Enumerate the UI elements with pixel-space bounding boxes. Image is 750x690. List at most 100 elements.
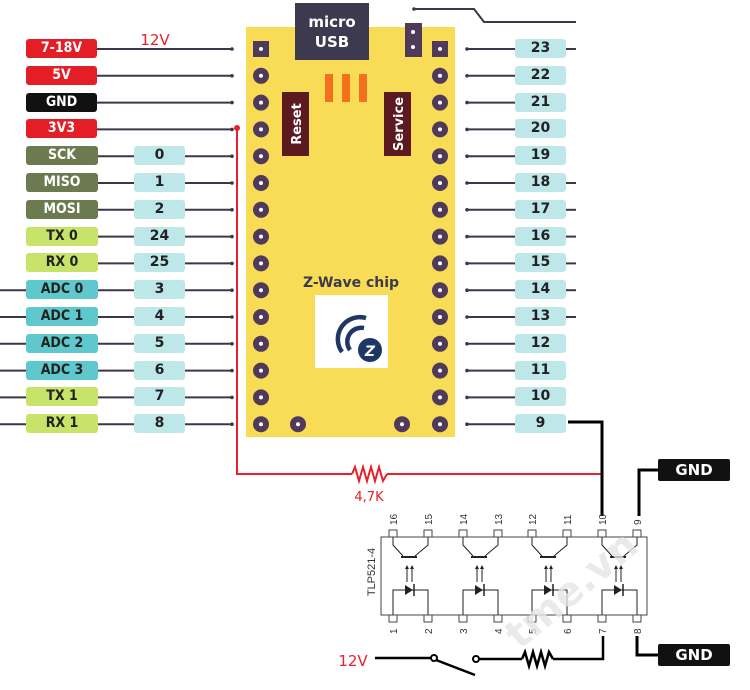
pin-label-adc-2: ADC 2 xyxy=(26,333,98,353)
pin-label-rx-1: RX 1 xyxy=(26,414,98,434)
wire-end-dot xyxy=(465,154,469,158)
right-pin-number: 22 xyxy=(515,65,566,85)
opto-channel xyxy=(462,537,499,615)
opto-pin-bottom xyxy=(632,614,642,623)
wire-end-dot xyxy=(465,208,469,212)
opto-pin-number-bottom: 5 xyxy=(528,628,539,634)
reset-button-label: Reset xyxy=(290,103,305,145)
header-2pin xyxy=(405,23,422,57)
opto-pin-number-top: 11 xyxy=(563,514,574,525)
pad-hole xyxy=(259,181,263,185)
micro-usb-connector xyxy=(295,3,369,60)
opto-pin-number-bottom: 6 xyxy=(563,628,574,634)
opto-pin-number-bottom: 7 xyxy=(598,628,609,634)
pad-hole xyxy=(259,100,263,105)
opto-pin-bottom xyxy=(388,614,398,623)
transistor-emitter xyxy=(553,537,568,557)
arrow-head xyxy=(614,565,618,569)
gnd-tag-bottom-text: GND xyxy=(675,646,713,664)
transistor-emitter xyxy=(414,537,429,557)
opto-pin-number-top: 16 xyxy=(389,513,400,525)
opto-channel xyxy=(601,537,638,615)
zwave-chip-label: Z-Wave chip xyxy=(303,275,399,291)
left-pin-number: 3 xyxy=(134,280,185,300)
gnd-tag-top: GND xyxy=(658,459,730,481)
junction-dot xyxy=(234,125,240,131)
arrow-head xyxy=(475,565,479,569)
wire-end-dot xyxy=(465,422,469,427)
opto-pin-bottom xyxy=(423,614,433,623)
pad-hole xyxy=(438,395,442,400)
wire-end-dot xyxy=(465,288,469,293)
wire-end-dot xyxy=(465,47,469,51)
service-button[interactable] xyxy=(384,92,411,156)
left-pin-number: 5 xyxy=(134,333,185,353)
reset-button[interactable] xyxy=(282,92,309,156)
zwave-logo-icon xyxy=(335,314,382,362)
pin-label-miso: MISO xyxy=(26,173,98,192)
right-pin-number: 21 xyxy=(515,92,566,112)
optocoupler-body xyxy=(380,536,648,616)
pad-hole xyxy=(438,154,442,159)
left-pin-number: 1 xyxy=(134,173,185,192)
wire-end-dot xyxy=(465,127,469,132)
pad-hole xyxy=(438,261,442,266)
left-pin-number: 24 xyxy=(134,226,185,246)
opto-pin-number-bottom: 3 xyxy=(459,628,470,634)
transistor-collector xyxy=(531,537,543,557)
wire-end-dot xyxy=(465,74,469,78)
wire-end-dot xyxy=(465,395,469,400)
pin-label-sck: SCK xyxy=(26,146,98,166)
pad-hole xyxy=(259,341,263,346)
arrow-head xyxy=(405,565,409,569)
pullup-resistor-value: 4,7K xyxy=(354,490,384,505)
wire-end-dot xyxy=(230,234,234,239)
left-pin-number: 7 xyxy=(134,387,185,407)
right-pin-number: 19 xyxy=(515,146,566,166)
wire-end-dot xyxy=(230,100,234,105)
gnd-tag-top-text: GND xyxy=(675,461,713,479)
opto-pin-number-top: 13 xyxy=(494,513,505,525)
supply-12v-label: 12V xyxy=(140,31,170,49)
transistor-collector xyxy=(462,537,474,557)
pullup-wire-left xyxy=(236,128,352,475)
left-pin-number: 0 xyxy=(134,146,185,166)
wire-end-dot xyxy=(465,315,469,319)
input-resistor-icon xyxy=(520,647,555,671)
diode-icon xyxy=(544,585,552,595)
arrow-head xyxy=(544,565,548,569)
pad-hole xyxy=(259,234,263,239)
switch-icon[interactable] xyxy=(435,658,476,677)
opto-pin-number-bottom: 2 xyxy=(424,628,435,634)
opto-pin-number-bottom: 1 xyxy=(389,628,400,634)
right-pin-number: 15 xyxy=(515,253,566,273)
opto-pin-number-bottom: 8 xyxy=(633,628,644,634)
zwave-logo-letter: Z xyxy=(364,344,376,360)
switch-contact xyxy=(472,655,480,663)
gnd-wire-bottom xyxy=(635,636,660,657)
pad-hole xyxy=(259,422,263,427)
board-pcb xyxy=(246,27,455,437)
wire-end-dot xyxy=(230,208,234,212)
wire-end-dot xyxy=(230,422,234,427)
gnd-tag-bottom: GND xyxy=(658,644,730,666)
header-pin-dot xyxy=(411,30,415,34)
led-2 xyxy=(342,74,350,102)
opto-pin-number-top: 9 xyxy=(633,519,644,525)
pad-hole xyxy=(438,100,442,105)
arrow-head xyxy=(410,565,414,569)
pad-hole xyxy=(259,395,263,400)
pad-hole xyxy=(438,315,442,319)
switch-contact xyxy=(430,654,438,662)
pin-label-5v: 5V xyxy=(26,65,97,85)
pin-label-adc-1: ADC 1 xyxy=(26,307,98,326)
right-pin-number: 23 xyxy=(515,39,566,58)
arrow-head xyxy=(549,565,553,569)
left-pin-number: 8 xyxy=(134,414,185,434)
diode-icon xyxy=(614,585,622,595)
right-pin-number: 13 xyxy=(515,307,566,326)
wire-end-dot xyxy=(230,368,234,373)
wire-end-dot xyxy=(465,342,469,346)
usb-label-line1: micro xyxy=(308,13,355,31)
